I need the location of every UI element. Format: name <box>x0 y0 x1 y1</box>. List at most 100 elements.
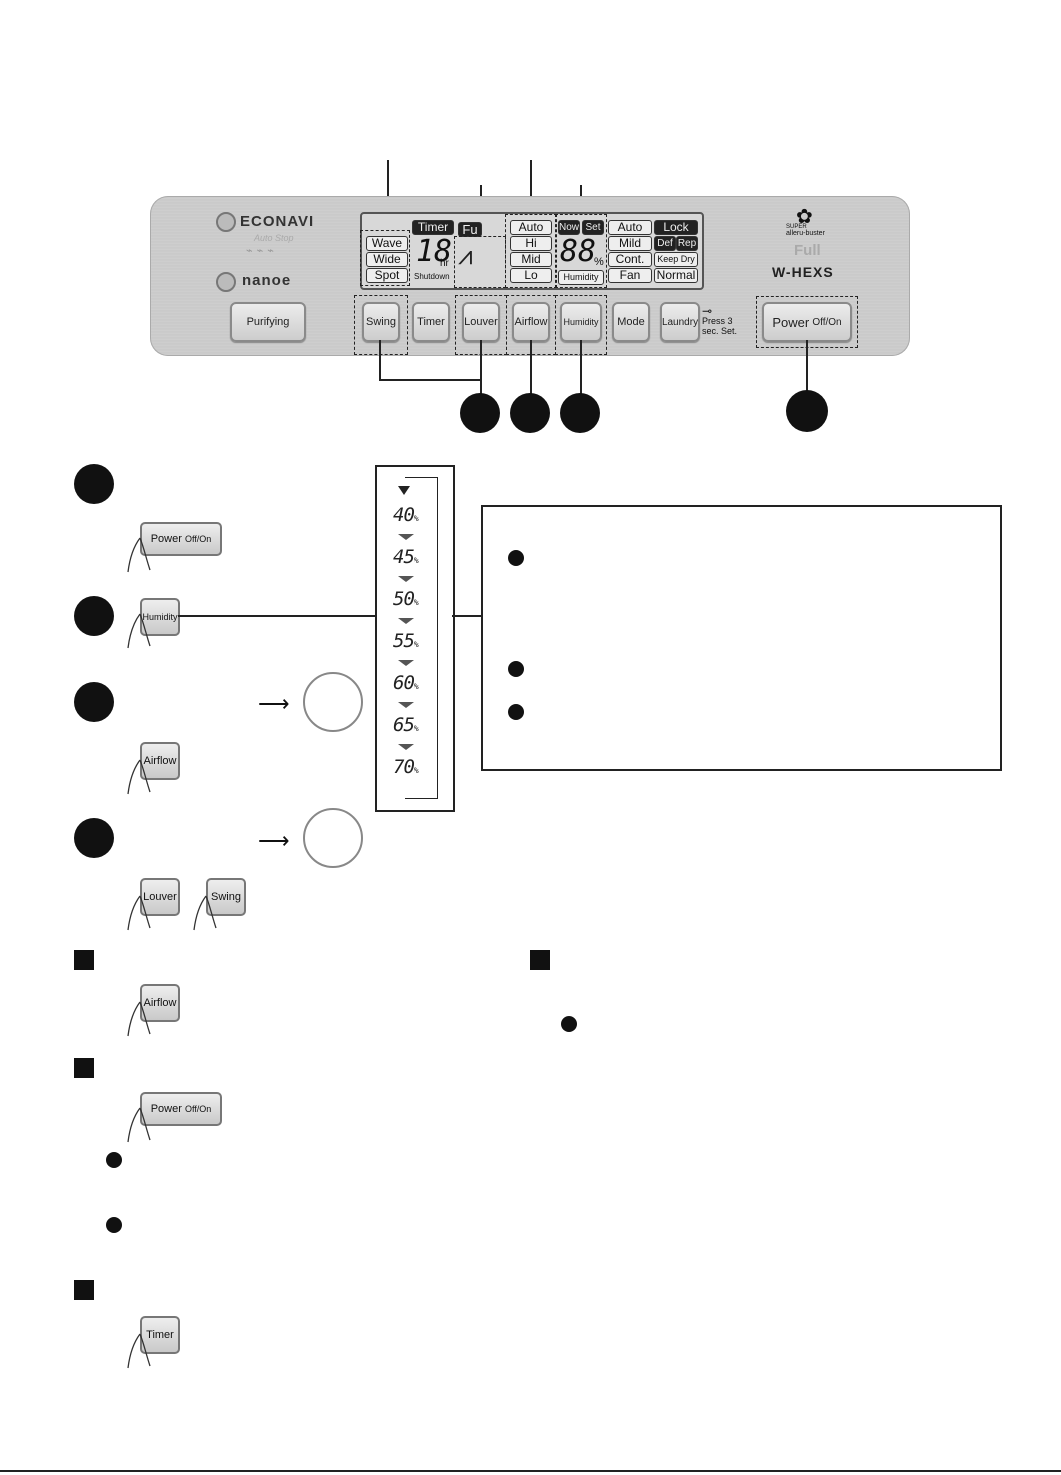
hand-pointer-icon <box>127 613 151 649</box>
bullet-icon <box>508 704 524 720</box>
next-arrow-icon <box>398 744 414 750</box>
humidity-level-50: 50% <box>393 588 419 610</box>
humidity-button[interactable]: Humidity <box>560 302 602 342</box>
hand-louver-button[interactable]: Louver <box>140 878 180 916</box>
next-arrow-icon <box>398 618 414 624</box>
lcd-lock: Lock <box>654 220 698 235</box>
hand-power-label: Power <box>150 1103 182 1115</box>
humidity-level-value: 45 <box>393 546 415 568</box>
step-marker-4 <box>74 818 114 858</box>
hand-airflow-button[interactable]: Airflow <box>140 742 180 780</box>
humidity-unit: % <box>413 556 419 565</box>
humidity-level-value: 70 <box>393 756 415 778</box>
hand-pointer-icon <box>127 759 151 795</box>
section-marker-d <box>74 1280 94 1300</box>
lcd-fan: Fan <box>608 268 652 283</box>
callout-marker-1 <box>460 393 500 433</box>
lcd-humidity-digits: 88 <box>560 234 597 269</box>
humidity-level-value: 40 <box>393 504 415 526</box>
lcd-normal: Normal <box>654 268 698 283</box>
hand-timer-button[interactable]: Timer <box>140 1316 180 1354</box>
full-logo: Full <box>794 242 821 259</box>
humidity-level-value: 50 <box>393 588 415 610</box>
humidity-level-70: 70% <box>393 756 419 778</box>
mode-button[interactable]: Mode <box>612 302 650 342</box>
highlight-louver-icon <box>454 236 506 288</box>
hand-pointer-icon <box>127 537 151 573</box>
highlight-swing-button <box>354 295 408 355</box>
hand-pointer-icon <box>127 1001 151 1037</box>
nanoe-logo: nanoe <box>242 272 292 289</box>
lcd-auto2: Auto <box>608 220 652 235</box>
lcd-humidity: Humidity <box>558 270 604 285</box>
callout-marker-4 <box>786 390 828 432</box>
lcd-def: Def <box>654 236 676 251</box>
hand-power-button[interactable]: Power Off/On <box>140 522 222 556</box>
section-marker-c <box>74 1058 94 1078</box>
hand-pointer-icon <box>127 895 151 931</box>
bullet-icon <box>106 1152 122 1168</box>
step-marker-1 <box>74 464 114 504</box>
hand-power-button-2[interactable]: Power Off/On <box>140 1092 222 1126</box>
indicator-ring-4 <box>303 808 363 868</box>
airflow-button[interactable]: Airflow <box>512 302 550 342</box>
lcd-lo: Lo <box>510 268 552 283</box>
lcd-hr: hr <box>440 258 449 269</box>
hand-pointer-icon <box>127 1333 151 1369</box>
humidity-unit: % <box>413 766 419 775</box>
humidity-level-65: 65% <box>393 714 419 736</box>
humidity-level-45: 45% <box>393 546 419 568</box>
humidity-unit: % <box>413 598 419 607</box>
humidity-level-60: 60% <box>393 672 419 694</box>
allerbuster-label: alleru-buster <box>786 230 825 237</box>
louver-button[interactable]: Louver <box>462 302 500 342</box>
humidity-level-40: 40% <box>393 504 419 526</box>
lcd-timer: Timer <box>412 220 454 235</box>
bullet-icon <box>508 550 524 566</box>
humidity-levels-box <box>375 465 455 812</box>
auto-stop-label: Auto Stop <box>254 233 294 243</box>
note-box <box>481 505 1002 771</box>
lcd-percent: % <box>594 256 604 268</box>
super-label: SUPER <box>786 224 807 230</box>
purifying-button[interactable]: Purifying <box>230 302 306 342</box>
lcd-keepdry: Keep Dry <box>654 252 698 267</box>
hand-pointer-icon <box>193 895 217 931</box>
timer-button[interactable]: Timer <box>412 302 450 342</box>
humidity-unit: % <box>413 514 419 523</box>
secset-label: sec. Set. <box>702 326 738 336</box>
lcd-wide: Wide <box>366 252 408 267</box>
allerbuster-icon: ✿ <box>796 206 813 228</box>
highlight-humidity-display <box>555 214 607 288</box>
lcd-hi: Hi <box>510 236 552 251</box>
next-arrow-icon <box>398 576 414 582</box>
next-arrow-icon <box>398 660 414 666</box>
laundry-button[interactable]: Laundry <box>660 302 700 342</box>
swing-button[interactable]: Swing <box>362 302 400 342</box>
bullet-icon <box>561 1016 577 1032</box>
humidity-unit: % <box>413 682 419 691</box>
highlight-wave-group <box>360 230 410 286</box>
lcd-rep: Rep <box>676 236 698 251</box>
humidity-level-value: 55 <box>393 630 415 652</box>
humidity-level-value: 60 <box>393 672 415 694</box>
lcd-spot: Spot <box>366 268 408 283</box>
power-button[interactable]: Power Off/On <box>762 302 852 342</box>
next-arrow-icon <box>398 702 414 708</box>
press3-label: Press 3 <box>702 316 733 326</box>
next-arrow-icon <box>398 534 414 540</box>
lcd-set: Set <box>582 220 604 235</box>
hand-airflow-button-2[interactable]: Airflow <box>140 984 180 1022</box>
hand-power-offon: Off/On <box>184 1104 212 1114</box>
cycle-arrow-head <box>398 486 410 495</box>
lcd-timer-digits: 18 <box>416 234 453 269</box>
hand-power-offon: Off/On <box>184 534 212 544</box>
hand-pointer-icon <box>127 1107 151 1143</box>
lcd-wave: Wave <box>366 236 408 251</box>
lcd-auto1: Auto <box>510 220 552 235</box>
step-marker-3 <box>74 682 114 722</box>
bullet-icon <box>508 661 524 677</box>
lcd-display: Wave Wide Spot Timer 18 hr Shutdown Fu ⩘… <box>360 212 704 290</box>
lcd-cont: Cont. <box>608 252 652 267</box>
